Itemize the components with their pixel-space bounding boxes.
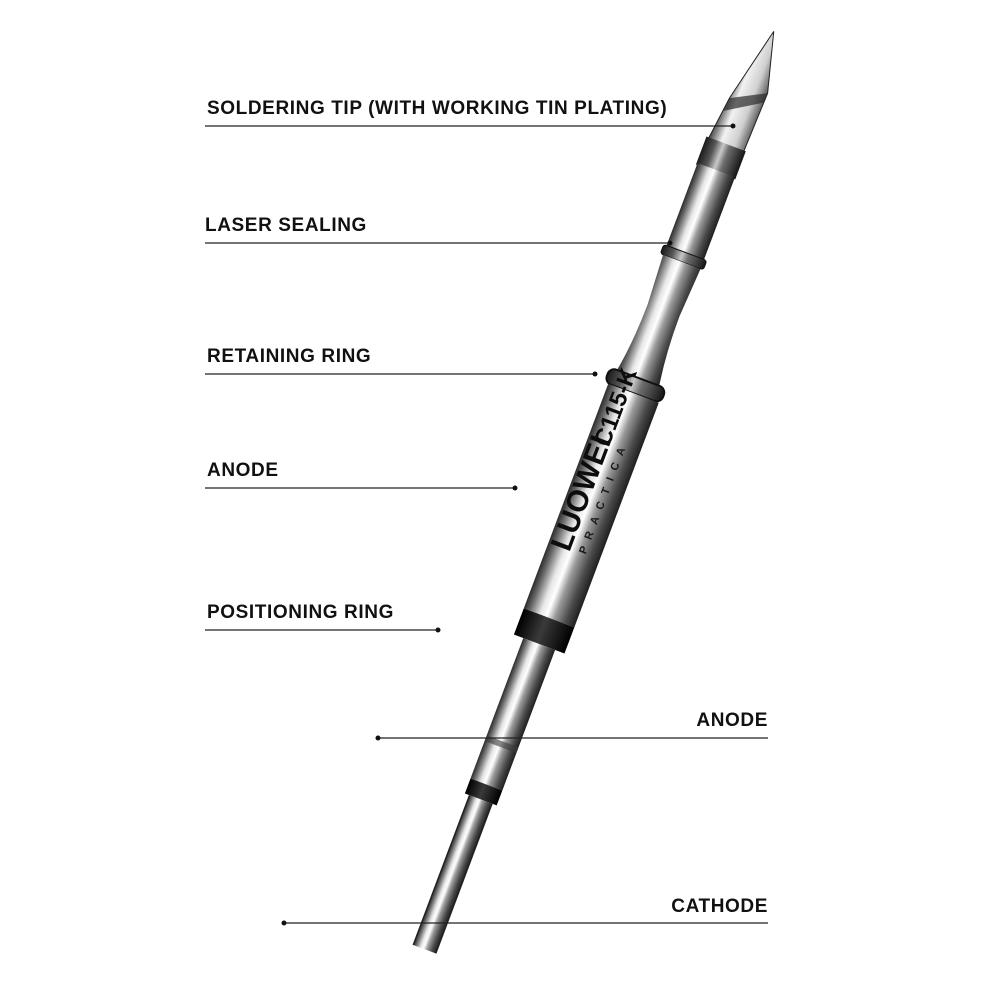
soldering-tip-illustration: LUOWEI C115-K PRACTICA [412, 31, 775, 954]
label-positioning-ring: POSITIONING RING [207, 602, 394, 623]
insulator-ring [464, 778, 503, 806]
label-laser-sealing: LASER SEALING [205, 215, 367, 236]
middle-tube [615, 254, 701, 389]
label-soldering-tip: SOLDERING TIP (WITH WORKING TIN PLATING) [207, 98, 668, 119]
blade-tip [705, 31, 775, 157]
positioning-ring [513, 608, 575, 654]
cathode-pin [413, 795, 493, 954]
leader-lines [205, 125, 768, 924]
label-cathode: CATHODE [671, 896, 768, 917]
rear-tube [470, 638, 556, 791]
main-sleeve [523, 383, 659, 628]
label-anode-upper: ANODE [207, 460, 279, 481]
leader-dots [281, 123, 736, 926]
front-tube [665, 163, 736, 262]
label-retaining-ring: RETAINING RING [207, 346, 372, 367]
label-anode-lower: ANODE [696, 710, 768, 731]
